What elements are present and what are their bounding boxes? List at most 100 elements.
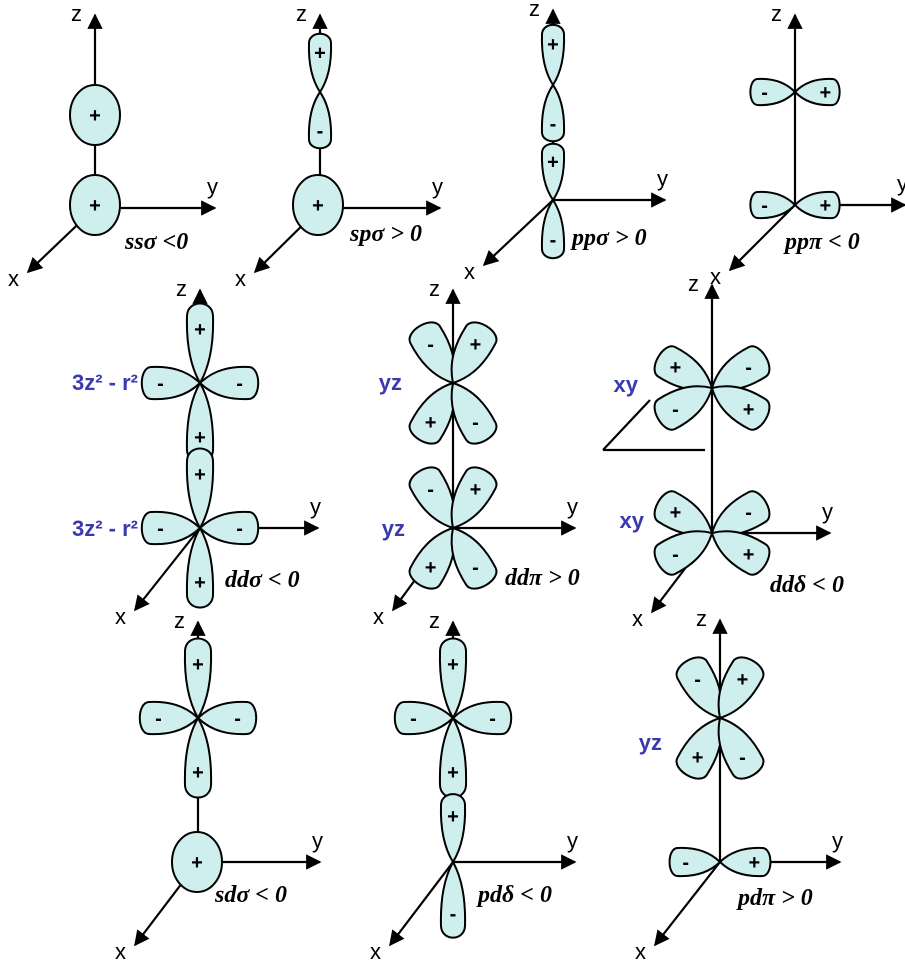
x-axis-label: x xyxy=(115,939,126,960)
p1-lobe-up xyxy=(540,23,566,87)
d-down xyxy=(438,715,468,799)
lobe-sign-minus: - xyxy=(761,195,768,217)
p2-lobe-left xyxy=(749,190,797,220)
lobe-sign-plus: + xyxy=(425,557,437,579)
lobe-sign-minus: - xyxy=(317,120,324,142)
lobe-shape xyxy=(675,656,723,720)
lobe-shape xyxy=(438,715,468,799)
lobe-shape xyxy=(793,190,841,220)
lobe-shape xyxy=(540,23,566,87)
x-axis-label: x xyxy=(373,604,384,629)
lobe-shape xyxy=(198,365,260,401)
x-axis-label: x xyxy=(635,939,646,960)
d2-up xyxy=(185,447,215,531)
lobe-shape xyxy=(140,365,202,401)
bond-label-sp-sigma: spσ > 0 xyxy=(349,221,422,247)
p1-lobe-right xyxy=(793,77,841,107)
bond-label-dd-pi: ddπ > 0 xyxy=(505,565,580,591)
z-axis-label: z xyxy=(688,271,699,296)
lobe-sign-plus: + xyxy=(194,319,206,341)
lobe-shape xyxy=(408,321,456,385)
lobe-shape xyxy=(140,510,202,546)
lobe-shape xyxy=(749,77,797,107)
bond-label-pp-sigma: ppσ > 0 xyxy=(570,225,647,251)
lobe-sign-minus: - xyxy=(234,708,241,730)
lobe-sign-plus: + xyxy=(192,654,204,676)
y-axis-label: y xyxy=(207,174,218,199)
s-orbital-sign: + xyxy=(89,105,101,127)
lobe-sign-plus: + xyxy=(737,669,749,691)
lobe-sign-plus: + xyxy=(447,654,459,676)
lobe-shape xyxy=(393,700,455,736)
orbital-label-d_3z2: 3z² - r² xyxy=(72,516,138,541)
bond-label-ss-sigma: ssσ <0 xyxy=(124,229,188,255)
lobe-sign-plus: + xyxy=(748,852,760,874)
bond-label-dd-sigma: ddσ < 0 xyxy=(225,567,300,593)
d2-ll xyxy=(408,526,456,590)
z-axis-label: z xyxy=(696,606,707,631)
lobe-shape xyxy=(438,637,468,721)
d-down xyxy=(183,715,213,799)
lobe-sign-plus: + xyxy=(425,412,437,434)
d2-left xyxy=(140,510,202,546)
lobe-sign-plus: + xyxy=(470,479,482,501)
d2-right xyxy=(198,510,260,546)
d2-lr xyxy=(710,530,771,576)
d-ll xyxy=(675,716,723,780)
y-axis-label: y xyxy=(657,166,668,191)
lobe-sign-minus: - xyxy=(682,852,689,874)
z-axis-label: z xyxy=(176,276,187,301)
z-axis-label: z xyxy=(71,1,82,26)
x-axis xyxy=(728,204,796,272)
bond-label-pd-delta: pdδ < 0 xyxy=(476,882,552,908)
lobe-shape xyxy=(675,716,723,780)
lobe-shape xyxy=(307,90,333,150)
bond-label-sd-sigma: sdσ < 0 xyxy=(214,882,287,908)
lobe-shape xyxy=(183,637,213,721)
d-lr xyxy=(717,716,765,780)
lobe-shape xyxy=(718,846,772,878)
lobe-shape xyxy=(450,381,498,445)
d-right xyxy=(451,700,513,736)
lobe-sign-minus: - xyxy=(155,708,162,730)
lobe-sign-minus: - xyxy=(157,518,164,540)
lobe-sign-plus: + xyxy=(692,747,704,769)
z-axis-label: z xyxy=(429,608,440,633)
lobe-shape xyxy=(408,466,456,530)
lobe-shape xyxy=(793,77,841,107)
lobe-shape xyxy=(196,700,258,736)
lobe-shape xyxy=(653,530,714,576)
p-lobe-up xyxy=(307,32,333,94)
lobe-sign-minus: - xyxy=(427,334,434,356)
orbital-label-d_xy: xy xyxy=(620,508,645,533)
x-axis-segment-diagonal xyxy=(602,399,651,451)
lobe-shape xyxy=(540,83,566,143)
p-lobe-right xyxy=(718,846,772,878)
d2-down xyxy=(185,525,215,609)
orbital-label-d_3z2: 3z² - r² xyxy=(72,370,138,395)
lobe-shape xyxy=(450,466,498,530)
d1-right xyxy=(198,365,260,401)
s-orbital-upper xyxy=(69,84,121,146)
d-left xyxy=(393,700,455,736)
lobe-shape xyxy=(439,793,467,864)
x-axis-label: x xyxy=(235,266,246,291)
orbital-label-d_yz: yz xyxy=(639,730,662,755)
lobe-shape xyxy=(185,525,215,609)
lobe-sign-plus: + xyxy=(547,152,559,174)
y-axis-label: y xyxy=(310,494,321,519)
s-orbital-sign: + xyxy=(191,852,203,874)
s-orbital xyxy=(171,831,223,893)
lobe-sign-minus: - xyxy=(472,557,479,579)
z-axis-label: z xyxy=(771,1,782,26)
lobe-sign-plus: + xyxy=(194,464,206,486)
z-axis-label: z xyxy=(296,1,307,26)
z-axis-label: z xyxy=(429,276,440,301)
x-axis xyxy=(134,527,201,612)
lobe-shape xyxy=(749,190,797,220)
lobe-sign-plus: + xyxy=(547,34,559,56)
d1-ur xyxy=(450,321,498,385)
lobe-shape xyxy=(540,198,566,260)
d2-ul xyxy=(408,466,456,530)
